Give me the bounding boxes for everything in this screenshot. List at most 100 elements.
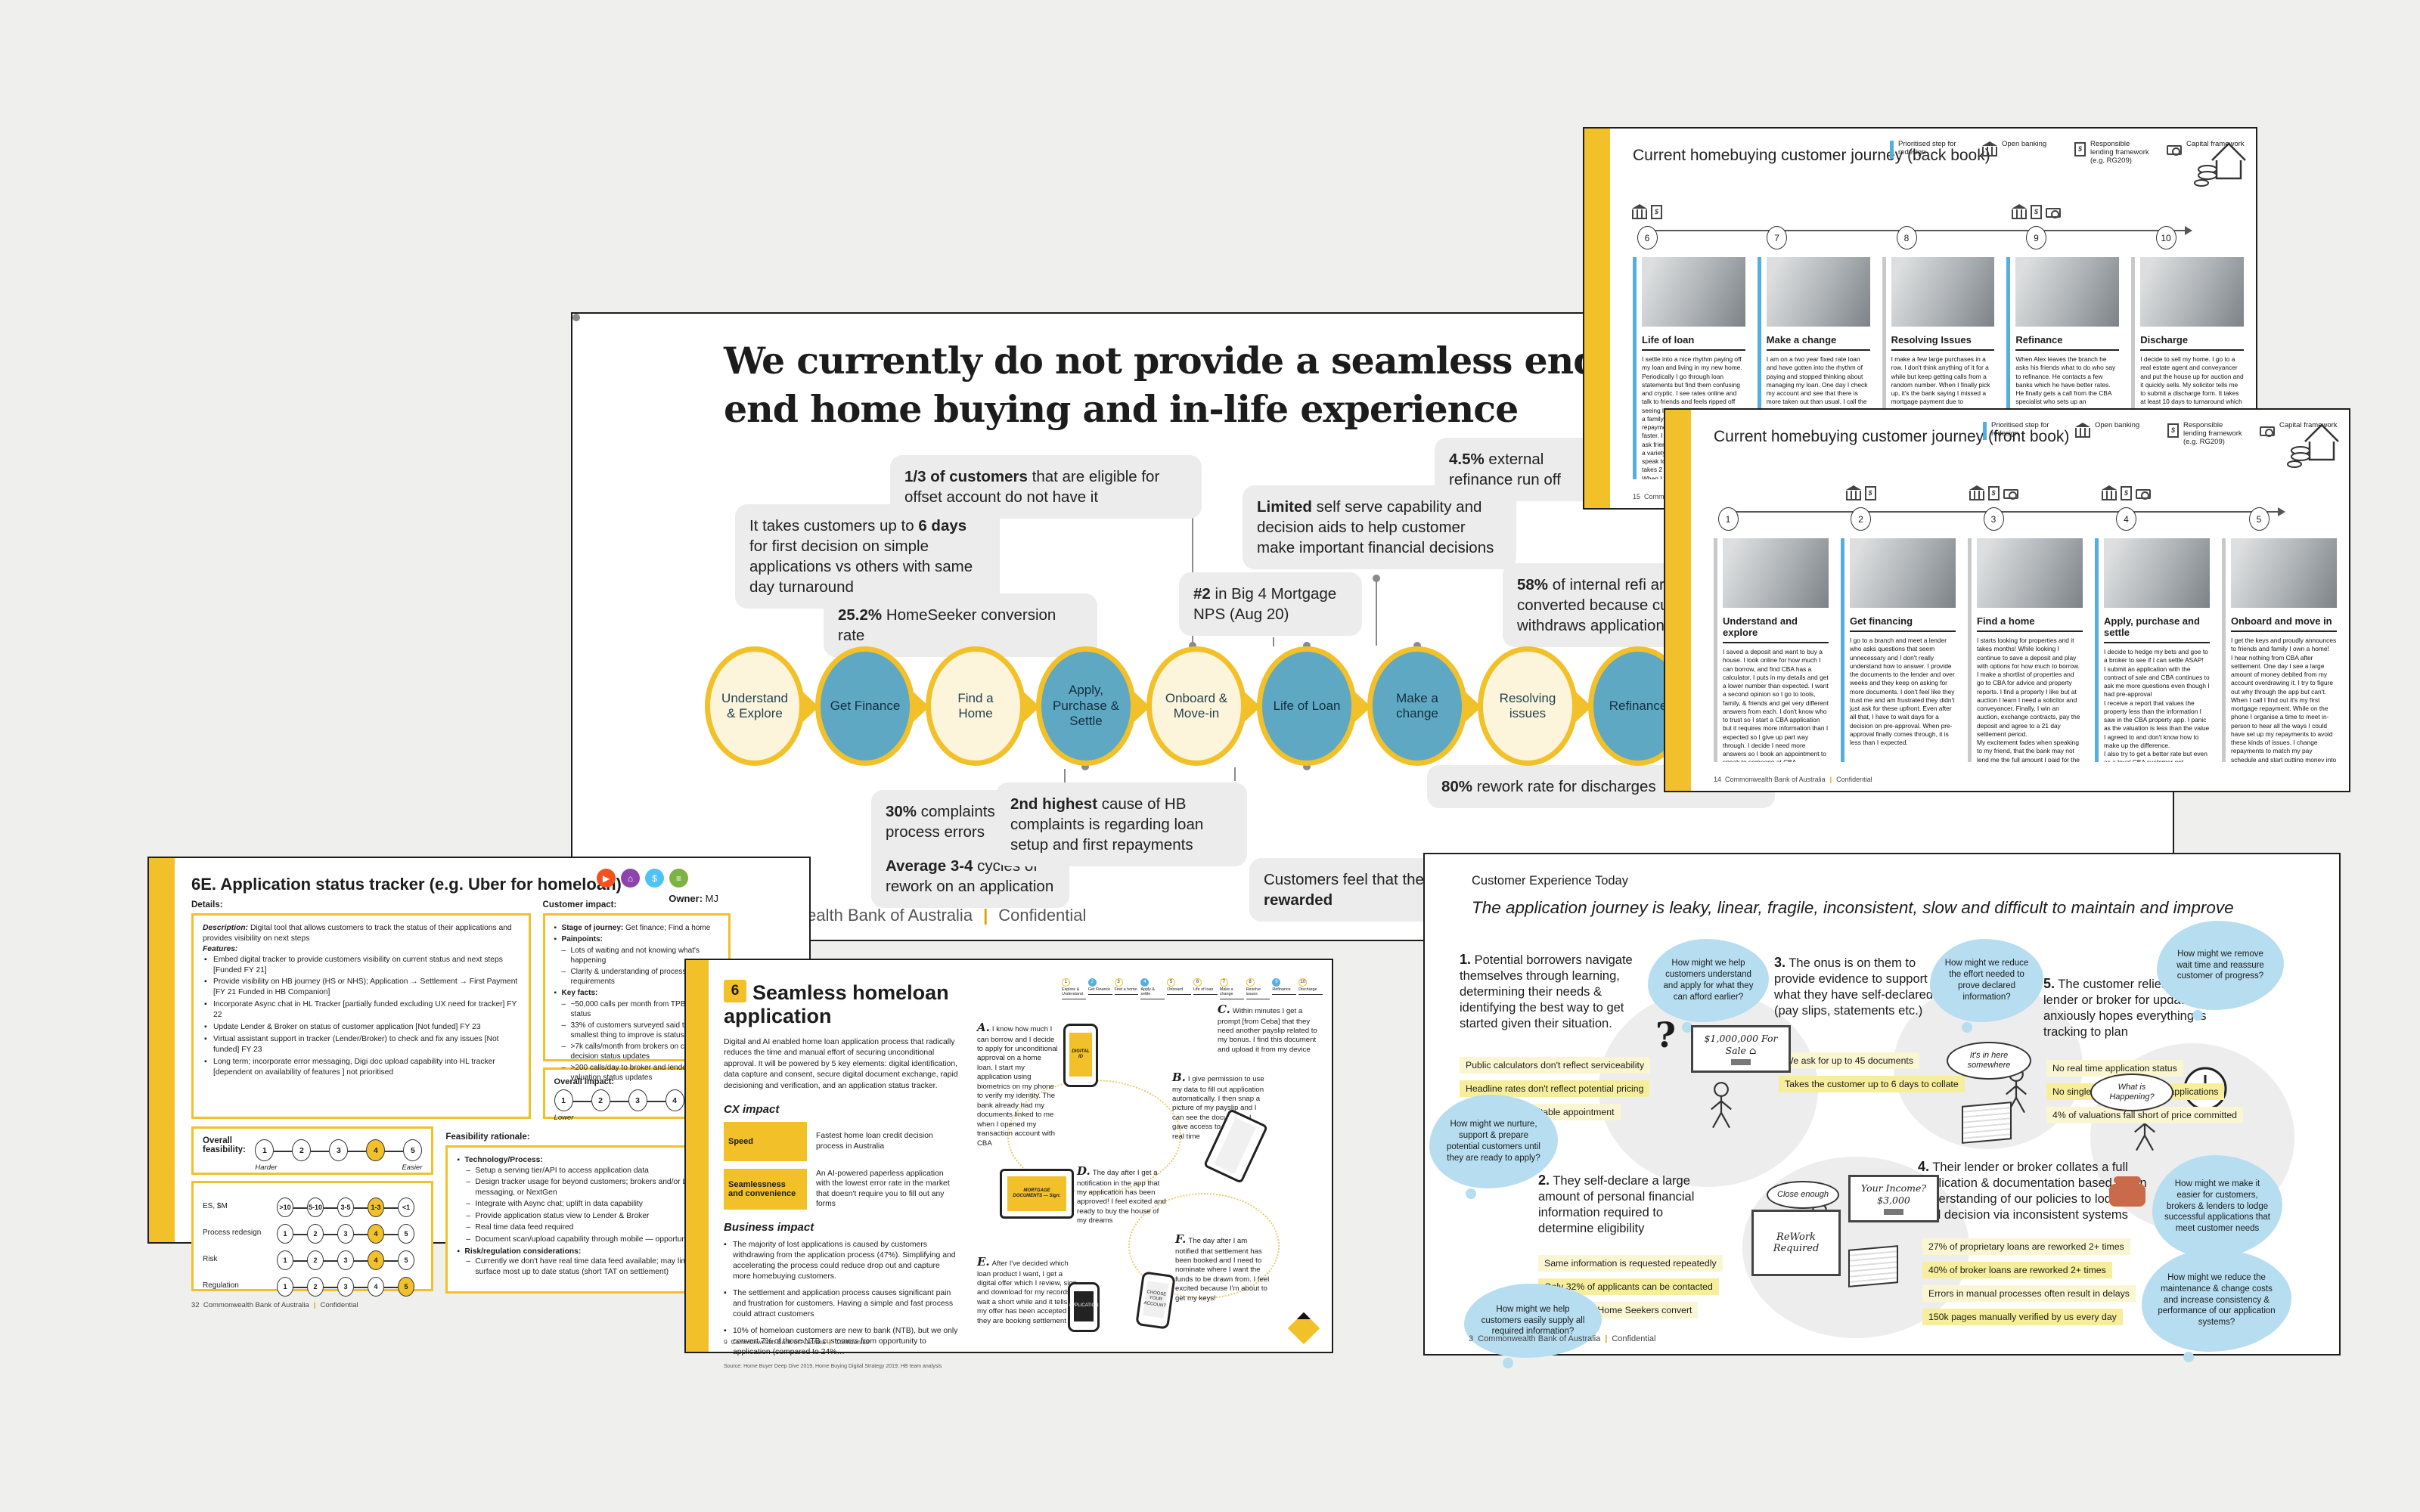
timeline-step: 10 [2153, 194, 2179, 249]
column-title: Make a change [1766, 334, 1870, 351]
owner: Owner: MJ [669, 893, 718, 904]
hmw-cloud: How might we make it easier for customer… [2152, 1155, 2282, 1269]
journey-stage: Find a Home [920, 646, 1031, 767]
highlight-fact: 150k pages manually verified by us every… [1922, 1309, 2123, 1325]
paper-stack-sketch [1962, 1101, 2012, 1144]
step-number: 1 [1717, 507, 1739, 531]
legend-item: Responsible lending framework (e.g. RG20… [2167, 421, 2246, 447]
risk-item: Currently we don't have real time data f… [466, 1256, 749, 1277]
feature-item: Update Lender & Broker on status of cust… [204, 1022, 520, 1033]
matrix-row-label: Regulation [203, 1281, 239, 1290]
impact-scale-point: 2 [572, 1089, 610, 1111]
tablet-mortgage-documents: MORTGAGE DOCUMENTS — Sign: [1000, 1169, 1074, 1219]
connector-dot [1413, 642, 1421, 649]
step-icons [1969, 485, 2018, 500]
timeline-step: 5 [2246, 475, 2272, 531]
section-4: 4. Their lender or broker collates a ful… [1918, 1159, 2147, 1222]
monitor-sketch-for-sale: $1,000,000 For Sale ⌂ [1691, 1025, 1791, 1074]
category-icons: ▶⌂$≡ [597, 869, 688, 888]
slide-journey-front-book[interactable]: Current homebuying customer journey (fro… [1664, 408, 2350, 792]
cx-impact-row: Speed Fastest home loan credit decision … [724, 1121, 960, 1161]
storyboard-caption: A.I know how much I can borrow and I dec… [977, 1021, 1058, 1148]
highlight-fact: 27% of proprietary loans are reworked 2+… [1922, 1238, 2130, 1255]
mini-journey-tab: 3 Find a home [1114, 978, 1139, 999]
slide-footer: 9 Commonwealth Bank of Australia|Confide… [724, 1338, 869, 1346]
feature-item: Embed digital tracker to provide custome… [204, 955, 520, 976]
column-body: I go to a branch and meet a lender who a… [1850, 637, 1955, 746]
rationale-label: Feasibility rationale: [445, 1132, 530, 1142]
mini-journey-tab: 4 Apply & settle [1140, 978, 1165, 999]
journey-stage-label: Make a change [1396, 690, 1438, 720]
hmw-cloud: How might we remove wait time and reassu… [2157, 921, 2284, 1021]
hmw-cloud: How might we reduce the maintenance & ch… [2142, 1249, 2291, 1362]
category-icon: ≡ [669, 869, 688, 888]
step-timeline: 1 2 3 4 5 [1714, 475, 2285, 531]
priority-bar [1633, 257, 1637, 479]
cx-impact-row: Seamlessness and convenience An AI-power… [724, 1168, 960, 1210]
journey-stage: Understand & Explore [700, 646, 810, 767]
details-label: Details: [191, 900, 223, 909]
step-number: 7 [1767, 226, 1787, 249]
tab-label: Find a home [1114, 987, 1139, 995]
cba-logo [1287, 1312, 1320, 1345]
tab-label: Discharge [1298, 987, 1323, 995]
feature-item: Long term; incorporate error messaging, … [204, 1057, 520, 1078]
phone-application: APPLICATION [1068, 1282, 1100, 1332]
house-coins-icon [2194, 133, 2248, 194]
photo-placeholder [1766, 257, 1870, 327]
step-number: 6 [1637, 226, 1658, 249]
journey-stage: Resolving issues [1472, 646, 1583, 767]
business-impact-item: 10% of homeloan customers are new to ban… [724, 1326, 960, 1358]
tech-item: Setup a serving tier/API to access appli… [466, 1166, 749, 1176]
panel-letter: F. [1175, 1232, 1187, 1246]
hmw-cloud: How might we help customers understand a… [1648, 939, 1769, 1033]
journey-column: Find a home I starts looking for propert… [1968, 538, 2083, 762]
highlight-fact: We ask for up to 45 documents [1779, 1052, 1919, 1069]
category-icon: ⌂ [621, 869, 640, 888]
step-timeline: 6 7 8 9 10 [1632, 194, 2192, 249]
photo-placeholder [1723, 538, 1829, 608]
painpoint: Clarity & understanding of process and r… [562, 967, 719, 987]
panel-letter: C. [1218, 1002, 1230, 1016]
photo-placeholder [2140, 257, 2244, 327]
priority-bar [1841, 538, 1844, 762]
tech-item: Integrate with Async chat; uplift in dat… [466, 1199, 749, 1210]
legend-item: Prioritised step for redesign [1890, 140, 1969, 166]
key-fact: >200 calls/day to broker and lender on v… [562, 1063, 719, 1083]
feasibility-scale-point: 1 [255, 1139, 275, 1161]
connector-dot [1303, 642, 1311, 649]
timeline-step: 3 [1969, 475, 2018, 531]
callout-first-decision: It takes customers up to 6 days for firs… [735, 504, 1000, 609]
legend-item: Capital framework [2260, 421, 2338, 447]
connector-line [1064, 769, 1066, 789]
impact-scale-point: 3 [610, 1089, 647, 1111]
slide-title: The application journey is leaky, linear… [1472, 898, 2234, 917]
legend: Prioritised step for redesign Open banki… [1890, 140, 2245, 166]
step-icons [2012, 203, 2061, 219]
feasibility-scale-point: 5 [385, 1139, 423, 1161]
tab-number: 8 [1246, 978, 1255, 987]
priority-bar [2006, 257, 2011, 479]
tab-number: 1 [1062, 978, 1070, 987]
hmw-cloud: How might we help customers easily suppl… [1464, 1284, 1602, 1368]
storyboard-caption: D.The day after I get a notification in … [1077, 1164, 1166, 1225]
callout-offset-account: 1/3 of customers that are eligible for o… [890, 455, 1202, 519]
legend-item: Prioritised step for redesign [1983, 421, 2062, 447]
tab-label: Refinance [1272, 987, 1297, 995]
timeline-step: 4 [2102, 475, 2151, 531]
column-title: Refinance [2015, 334, 2120, 351]
cx-impact-text: An AI-powered paperless application with… [816, 1169, 950, 1209]
column-title: Understand and explore [1723, 615, 1829, 643]
storyboard: 1 Explore & Understand 2 Get Finance 3 F… [977, 974, 1323, 1345]
tab-number: 9 [1272, 978, 1281, 987]
connector-line [1376, 578, 1377, 646]
cx-impact-label: CX impact [724, 1102, 780, 1116]
journey-stage-label: Understand & Explore [721, 690, 788, 720]
feature-item: Virtual assistant support in tracker (Le… [204, 1034, 520, 1055]
footer-divider: | [983, 906, 988, 925]
slide-customer-experience-today[interactable]: Customer Experience Today The applicatio… [1423, 853, 2341, 1368]
slide-accent-stripe [149, 858, 175, 1242]
slide-accent-stripe [1665, 410, 1691, 791]
step-number: 8 [1896, 226, 1917, 249]
